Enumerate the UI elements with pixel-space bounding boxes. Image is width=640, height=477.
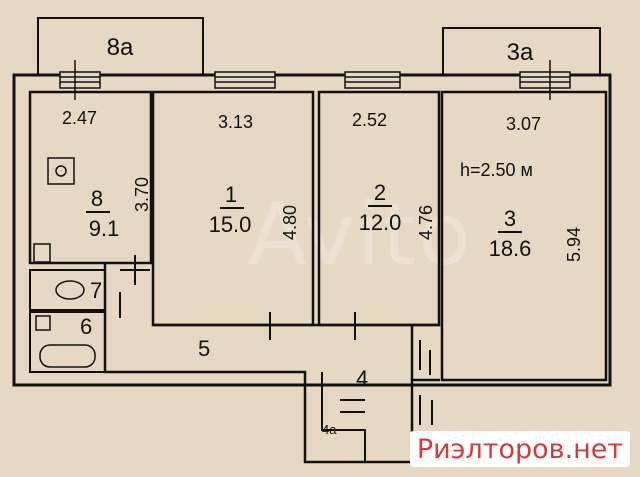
room8-area: 9.1 xyxy=(89,216,120,241)
ceiling-height-label: h=2.50 м xyxy=(460,160,533,180)
corridor-wall xyxy=(103,262,440,464)
toilet-label: 7 xyxy=(90,278,102,303)
avito-watermark: Avito xyxy=(248,185,473,285)
room2-area: 12.0 xyxy=(359,210,402,235)
room3-area: 18.6 xyxy=(489,236,532,261)
room-3-outline xyxy=(440,90,608,382)
room1-number: 1 xyxy=(225,182,237,207)
bathtub-icon xyxy=(39,344,96,368)
outer-wall xyxy=(12,73,612,387)
sink-icon xyxy=(33,243,51,263)
room2-width-label: 2.52 xyxy=(352,110,387,130)
room2-number: 2 xyxy=(374,180,386,205)
toilet-icon xyxy=(55,280,85,300)
room1-width-label: 3.13 xyxy=(218,112,253,132)
room3-depth-label: 5.94 xyxy=(564,227,584,262)
room1-area: 15.0 xyxy=(209,212,252,237)
window-room2 xyxy=(344,71,401,89)
balcony-3a-label: 3а xyxy=(507,39,534,66)
room2-depth-label: 4.76 xyxy=(416,205,436,240)
window-room3 xyxy=(519,60,571,100)
room3-width-label: 3.07 xyxy=(506,114,541,134)
realtor-watermark: Риэлторов.нет xyxy=(410,431,630,467)
balcony-8a-label: 8а xyxy=(107,34,134,61)
room8-depth-label: 3.70 xyxy=(132,177,152,212)
wc-sink-icon xyxy=(35,315,51,331)
room1-depth-label: 4.80 xyxy=(280,205,300,240)
bath-outline xyxy=(29,311,106,373)
hall-label: 4 xyxy=(356,366,368,391)
corridor-label: 5 xyxy=(198,336,210,361)
room8-number: 8 xyxy=(91,186,103,211)
room3-number: 3 xyxy=(504,206,516,231)
stove-burner-icon xyxy=(55,165,67,177)
room-8-outline xyxy=(28,90,153,265)
window-room8 xyxy=(59,60,101,100)
toilet-outline xyxy=(29,269,106,311)
balcony-8a-outline xyxy=(37,17,204,76)
stove-icon xyxy=(47,157,75,185)
bath-label: 6 xyxy=(80,314,92,339)
closet-label: 4а xyxy=(322,422,337,437)
room8-width-label: 2.47 xyxy=(62,108,97,128)
hall-wall xyxy=(321,372,366,462)
window-room1 xyxy=(214,71,276,89)
